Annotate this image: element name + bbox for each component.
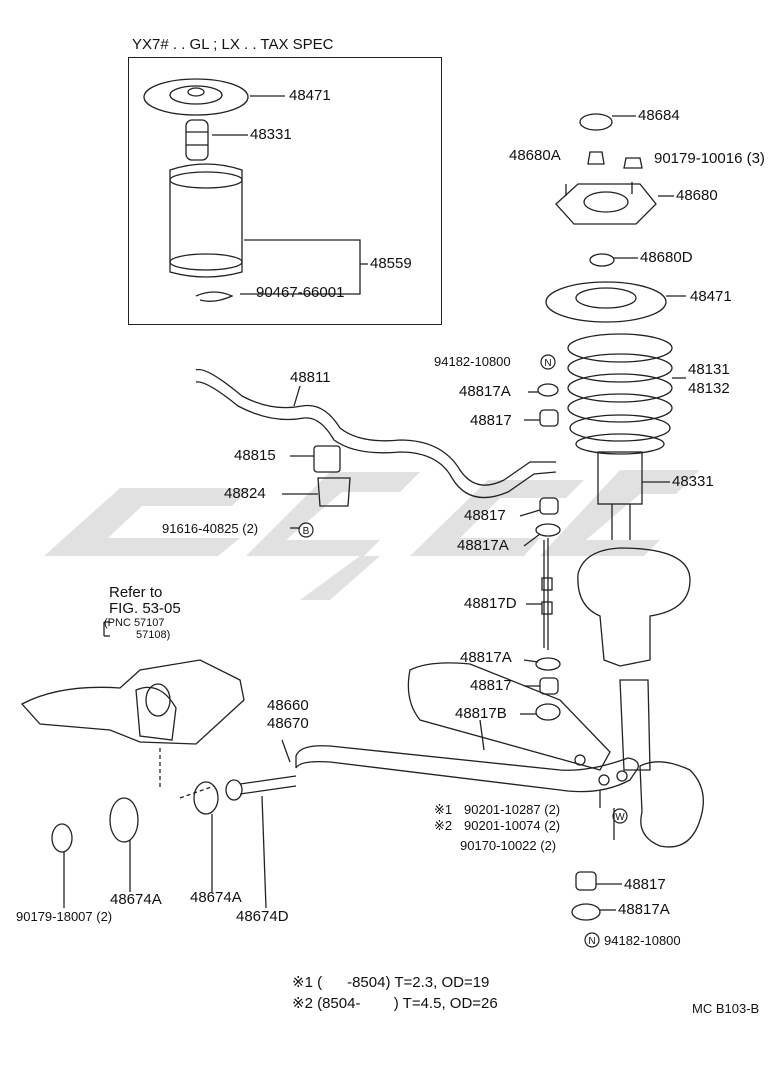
label-48817d: 48817D xyxy=(464,595,517,612)
label-48817-4: 48817 xyxy=(624,876,666,893)
label-48674a-2: 48674A xyxy=(190,889,242,906)
mark-2: ※2 xyxy=(434,818,453,833)
mark-1: ※1 xyxy=(434,802,453,817)
symbol-n-text: N xyxy=(544,358,551,369)
label-48817a-1: 48817A xyxy=(459,383,511,400)
refer-figure: FIG. 53-05 xyxy=(109,600,181,617)
collar-48674d xyxy=(225,779,243,801)
inset-label-48559: 48559 xyxy=(370,255,412,272)
inset-title: YX7# . . GL ; LX . . TAX SPEC xyxy=(132,36,334,53)
label-48824: 48824 xyxy=(224,485,266,502)
dust-cap xyxy=(579,113,613,131)
symbol-n2-text: N xyxy=(588,936,595,947)
watermark-logo xyxy=(44,470,700,600)
shock-absorber xyxy=(577,451,691,771)
label-48817a-2: 48817A xyxy=(457,537,509,554)
label-48680d: 48680D xyxy=(640,249,693,266)
symbol-n-bottom: N xyxy=(584,932,600,948)
inset-label-48331: 48331 xyxy=(250,126,292,143)
inset-bumper xyxy=(185,119,209,161)
drawing xyxy=(20,78,704,921)
bushing-48815 xyxy=(313,445,341,473)
inset-label-90467: 90467-66001 xyxy=(256,284,345,301)
label-48817-1: 48817 xyxy=(470,412,512,429)
label-48815: 48815 xyxy=(234,447,276,464)
label-48471: 48471 xyxy=(690,288,732,305)
label-48331: 48331 xyxy=(672,473,714,490)
label-94182-bottom: 94182-10800 xyxy=(604,933,681,948)
label-48674a-1: 48674A xyxy=(110,891,162,908)
lower-arm xyxy=(239,662,639,795)
symbol-b-text: B xyxy=(303,526,310,537)
symbol-b: B xyxy=(298,522,314,538)
cushion-48674a-1 xyxy=(109,797,139,843)
label-48817-3: 48817 xyxy=(470,677,512,694)
label-48817a-4: 48817A xyxy=(618,901,670,918)
stabilizer-link xyxy=(541,538,553,650)
knuckle xyxy=(639,761,704,848)
label-48811: 48811 xyxy=(290,369,331,386)
label-48680a: 48680A xyxy=(509,147,561,164)
cushion-48674a-2 xyxy=(193,781,219,815)
washer-48680d xyxy=(589,253,615,267)
refer-pnc-1: (PNC 57107 xyxy=(104,617,165,629)
symbol-w: W xyxy=(612,808,628,824)
nut-90179 xyxy=(623,157,643,169)
inset-label-48471: 48471 xyxy=(289,87,331,104)
label-48132: 48132 xyxy=(688,380,730,397)
stabilizer-bar xyxy=(195,368,556,486)
label-91616: 91616-40825 (2) xyxy=(162,521,259,536)
label-48817-2: 48817 xyxy=(464,507,506,524)
footnote-2: ※2 (8504- ) T=4.5, OD=26 xyxy=(292,995,498,1012)
label-94182-top: 94182-10800 xyxy=(434,354,511,369)
label-48817a-3: 48817A xyxy=(460,649,512,666)
symbol-w-text: W xyxy=(615,812,625,823)
label-48131: 48131 xyxy=(688,361,730,378)
label-90201-10287: 90201-10287 (2) xyxy=(464,802,561,817)
label-48684: 48684 xyxy=(638,107,680,124)
symbol-n-top: N xyxy=(540,354,556,370)
label-48670: 48670 xyxy=(267,715,309,732)
bracket-48824 xyxy=(317,477,351,507)
label-48817b: 48817B xyxy=(455,705,507,722)
crossmember xyxy=(20,659,245,745)
coil-spring xyxy=(567,333,673,455)
refer-pnc-2: 57108) xyxy=(136,629,171,641)
nut-48680a xyxy=(587,151,605,165)
diagram-code: MC B103-B xyxy=(692,1001,760,1016)
spring-seat-48471 xyxy=(545,281,667,323)
support-48680 xyxy=(555,183,657,225)
label-90179-18007: 90179-18007 (2) xyxy=(16,909,113,924)
inset-clip xyxy=(195,291,234,302)
label-90179-10016: 90179-10016 (3) xyxy=(654,150,765,167)
refer-note: Refer to xyxy=(109,584,163,601)
label-48680: 48680 xyxy=(676,187,718,204)
label-48660: 48660 xyxy=(267,697,309,714)
nut-90179-18007 xyxy=(51,823,73,853)
inset-spring-seat xyxy=(143,78,249,116)
inset-boot xyxy=(169,163,243,278)
footnote-1: ※1 ( -8504) T=2.3, OD=19 xyxy=(292,974,490,991)
label-90170-10022: 90170-10022 (2) xyxy=(460,838,557,853)
inset-box xyxy=(128,57,442,325)
label-90201-10074: 90201-10074 (2) xyxy=(464,818,561,833)
label-48674d: 48674D xyxy=(236,908,289,925)
